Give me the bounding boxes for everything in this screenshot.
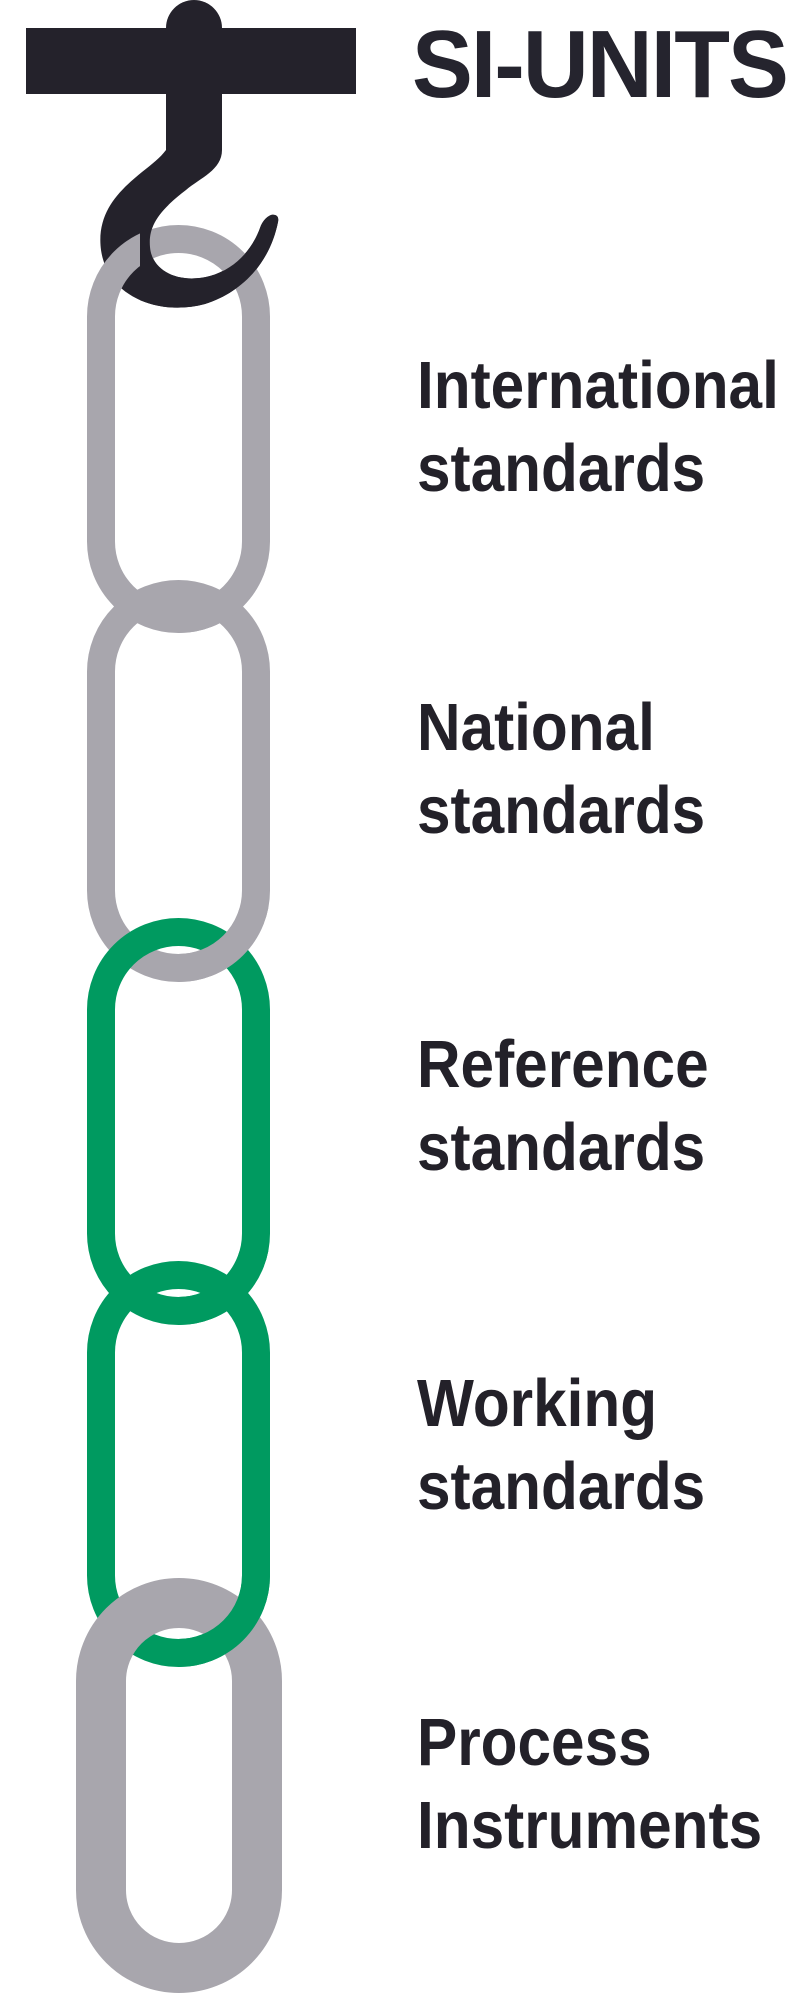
label-line: standards bbox=[417, 1110, 706, 1185]
label-line: Reference bbox=[417, 1027, 709, 1102]
label-line: International bbox=[417, 348, 779, 423]
label-line: National bbox=[417, 690, 655, 765]
label-national-standards: National standards bbox=[417, 686, 705, 852]
link-3 bbox=[101, 932, 256, 1311]
link-3-weave-overlay bbox=[101, 932, 256, 1311]
label-line: standards bbox=[417, 1449, 706, 1524]
label-international-standards: International standards bbox=[417, 344, 779, 510]
label-reference-standards: Reference standards bbox=[417, 1023, 709, 1189]
link-2 bbox=[101, 594, 256, 968]
link-2-weave-overlay bbox=[101, 594, 256, 968]
label-line: standards bbox=[417, 431, 706, 506]
label-line: Process bbox=[417, 1705, 652, 1780]
label-line: Working bbox=[417, 1366, 658, 1441]
label-working-standards: Working standards bbox=[417, 1362, 705, 1528]
label-line: standards bbox=[417, 773, 706, 848]
page-title: SI-UNITS bbox=[412, 11, 789, 118]
label-process-instruments: Process Instruments bbox=[417, 1701, 762, 1867]
label-line: Instruments bbox=[417, 1788, 763, 1863]
crane-hook bbox=[26, 0, 356, 308]
